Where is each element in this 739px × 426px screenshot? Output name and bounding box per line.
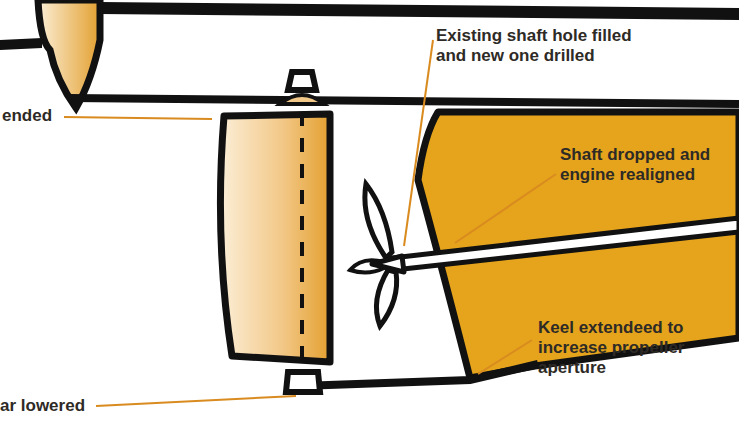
callout-label: ended: [2, 106, 72, 126]
skeg: [300, 364, 538, 386]
propeller-blade: [365, 184, 392, 258]
callout-label: Existing shaft hole filled and new one d…: [436, 26, 641, 66]
rudder-head: [288, 72, 316, 90]
shaft: [392, 218, 739, 270]
callout-label: Shaft dropped and engine realigned: [560, 145, 735, 185]
stern-post: [38, 0, 100, 108]
leader-line: [96, 396, 296, 406]
leader-line: [455, 174, 556, 243]
callout-label: ar lowered: [0, 396, 100, 416]
rudder-bearing: [280, 95, 324, 104]
hull-bottom: [70, 98, 739, 104]
leader-line: [404, 40, 433, 246]
rudder-stock: [300, 112, 304, 372]
propeller-blade: [376, 270, 396, 326]
hull-edge: [0, 38, 42, 50]
leader-line: [64, 117, 212, 119]
propeller-hub: [372, 256, 404, 272]
heel-fitting: [286, 372, 320, 392]
leader-line: [478, 340, 532, 374]
rudder: [220, 114, 330, 362]
callout-label: Keel extendeed to increase propeller ape…: [538, 318, 723, 378]
hull-top: [100, 2, 739, 20]
